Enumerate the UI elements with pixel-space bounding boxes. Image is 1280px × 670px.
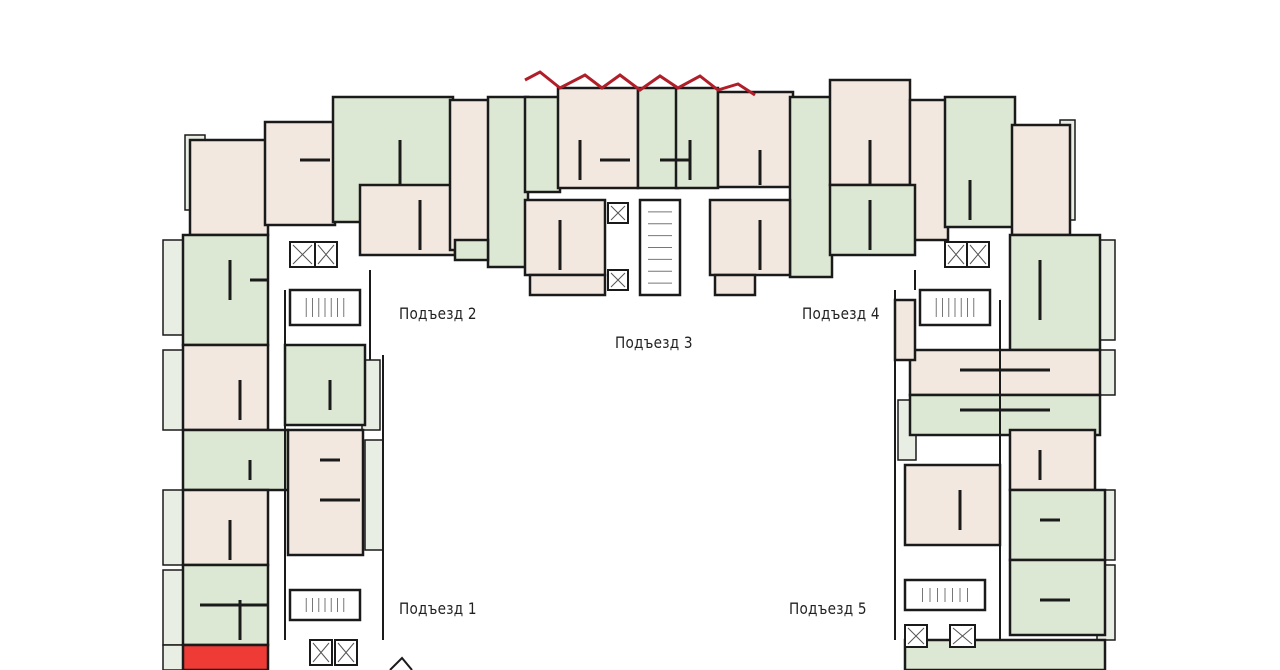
bay-window-bottom	[389, 656, 413, 670]
apartment[interactable]	[188, 138, 270, 237]
apartment[interactable]	[943, 95, 1017, 229]
apartment[interactable]	[181, 233, 270, 347]
apartment[interactable]	[283, 343, 367, 427]
apartment[interactable]	[1010, 123, 1072, 237]
apartment[interactable]	[556, 86, 640, 190]
apartment[interactable]	[674, 86, 720, 190]
apartment[interactable]	[908, 348, 1102, 397]
apartment[interactable]	[523, 95, 562, 194]
apartment[interactable]	[453, 238, 490, 262]
elevator-cross	[317, 244, 335, 265]
elevator-cross	[337, 642, 355, 663]
entrance-label-5[interactable]: Подъезд 5	[789, 599, 867, 618]
apartment[interactable]	[636, 86, 680, 190]
apartment[interactable]	[181, 428, 290, 492]
bay-windows	[524, 70, 756, 97]
apartment[interactable]	[893, 298, 917, 362]
apartment[interactable]	[908, 98, 950, 242]
entrance-label-1[interactable]: Подъезд 1	[399, 599, 477, 618]
apartment[interactable]	[181, 343, 270, 432]
elevator-cross	[947, 244, 965, 265]
elevator-cross	[969, 244, 987, 265]
apartment-selected[interactable]	[181, 643, 270, 670]
balcony	[162, 644, 184, 670]
apartment[interactable]	[1008, 233, 1102, 352]
apartment[interactable]	[1008, 558, 1107, 637]
apartment[interactable]	[263, 120, 337, 227]
balcony	[162, 349, 184, 431]
apartment[interactable]	[903, 463, 1002, 547]
elevator-cross	[292, 244, 313, 265]
elevator-cross	[312, 642, 330, 663]
entrance-label-3[interactable]: Подъезд 3	[615, 333, 693, 352]
balcony	[162, 569, 184, 646]
elevator-cross	[907, 627, 925, 645]
entrance-label-2[interactable]: Подъезд 2	[399, 304, 477, 323]
balcony	[162, 239, 184, 336]
apartment[interactable]	[286, 428, 365, 557]
apartment[interactable]	[486, 95, 530, 269]
apartment[interactable]	[181, 488, 270, 567]
apartment[interactable]	[908, 393, 1102, 437]
apartment[interactable]	[1008, 488, 1107, 562]
apartment[interactable]	[358, 183, 457, 257]
apartment[interactable]	[448, 98, 492, 252]
entrance-label-4[interactable]: Подъезд 4	[802, 304, 880, 323]
corridor-wall	[284, 270, 1001, 640]
elevator-cross	[610, 272, 626, 288]
elevator-cross	[952, 627, 973, 645]
apartment[interactable]	[528, 273, 607, 297]
apartment[interactable]	[708, 198, 792, 277]
apartment[interactable]	[713, 273, 757, 297]
apartment[interactable]	[828, 183, 917, 257]
elevator-cross	[610, 205, 626, 221]
apartment[interactable]	[716, 90, 795, 189]
apartment[interactable]	[1008, 428, 1097, 492]
balcony	[162, 489, 184, 566]
apartment[interactable]	[788, 95, 834, 279]
balcony	[364, 439, 384, 551]
apartment[interactable]	[903, 638, 1107, 670]
apartment[interactable]	[523, 198, 607, 277]
